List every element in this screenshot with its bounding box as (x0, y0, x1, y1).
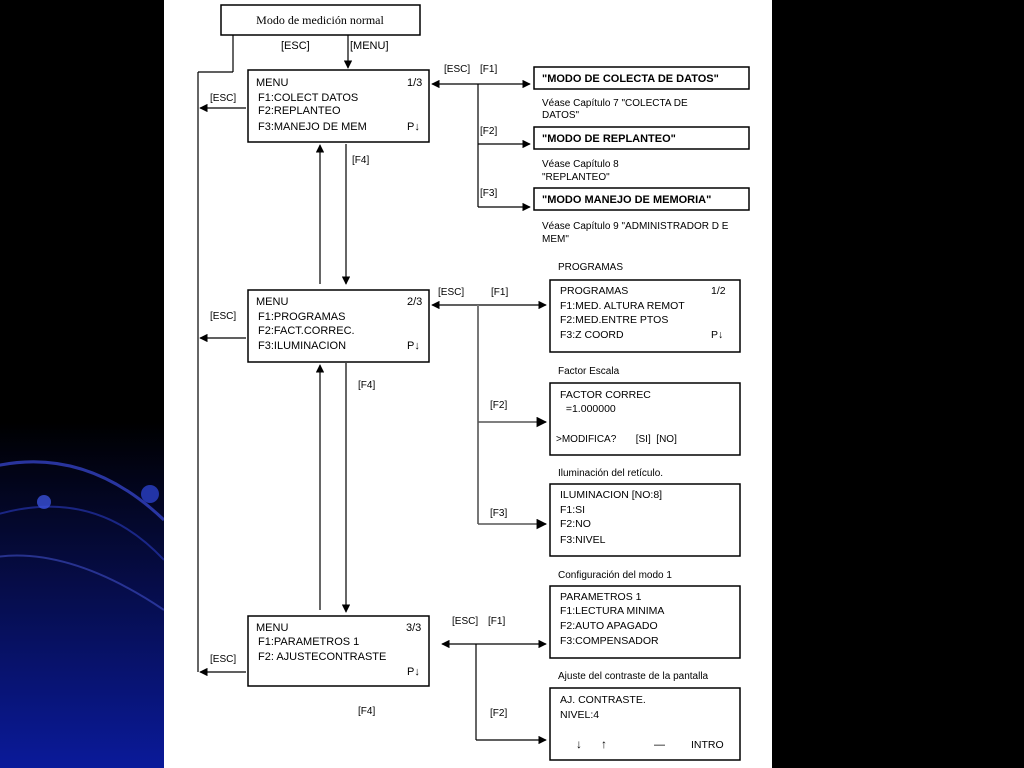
mode-stakeout-box: "MODO DE REPLANTEO" (533, 126, 750, 150)
ilum-line-3: F2:NO (560, 518, 591, 530)
contrast-line-2: NIVEL:4 (560, 709, 599, 721)
left-return-line (197, 35, 234, 672)
programas-screen: PROGRAMAS 1/2 F1:MED. ALTURA REMOT F2:ME… (549, 279, 741, 353)
mode-memory-note-1: Véase Capítulo 9 "ADMINISTRADOR D E (542, 221, 729, 232)
ilum-screen: ILUMINACION [NO:8] F1:SI F2:NO F3:NIVEL (549, 483, 741, 557)
menu-2-key-f3: [F3] (490, 508, 507, 519)
menu-3-key-f4: [F4] (358, 706, 375, 717)
contrast-line-1: AJ. CONTRASTE. (560, 694, 646, 706)
param-caption: Configuración del modo 1 (558, 570, 672, 581)
menu-3-key-f1: [F1] (488, 616, 505, 627)
swoosh-decoration (0, 460, 164, 611)
title-box: Modo de medición normal (220, 4, 421, 36)
programas-line-1: F1:MED. ALTURA REMOT (560, 300, 685, 312)
menu-2-key-esc: [ESC] (438, 287, 464, 298)
contrast-key-up: ↑ (601, 737, 607, 751)
mode-stakeout-label: "MODO DE REPLANTEO" (542, 133, 676, 145)
contrast-key-down: ↓ (576, 737, 582, 751)
menu-2-line-1: F1:PROGRAMAS (258, 311, 345, 323)
mode-memory-label: "MODO MANEJO DE MEMORIA" (542, 194, 711, 206)
mode-stakeout-note-1: Véase Capítulo 8 (542, 159, 619, 170)
top-esc-key: [ESC] (281, 40, 310, 52)
top-menu-key: [MENU] (350, 40, 389, 52)
menu-1-line-3: F3:MANEJO DE MEM (258, 121, 367, 133)
mode-collect-note-1: Véase Capítulo 7 "COLECTA DE (542, 98, 688, 109)
mode-collect-box: "MODO DE COLECTA DE DATOS" (533, 66, 750, 90)
menu-2-key-f2: [F2] (490, 400, 507, 411)
menu-2-page-down: P↓ (407, 340, 420, 352)
title-text: Modo de medición normal (256, 13, 384, 27)
param-line-2: F1:LECTURA MINIMA (560, 605, 664, 617)
menu-1-key-f2: [F2] (480, 126, 497, 137)
programas-page-down: P↓ (711, 329, 723, 341)
menu-1-header: MENU (256, 77, 288, 89)
factor-screen: FACTOR CORREC =1.000000 >MODIFICA? [SI] … (549, 382, 741, 456)
menu-1-key-f1: [F1] (480, 64, 497, 75)
menu-3-line-1: F1:PARAMETROS 1 (258, 636, 359, 648)
mode-collect-note-2: DATOS" (542, 110, 580, 121)
contrast-caption: Ajuste del contraste de la pantalla (558, 671, 709, 682)
param-line-4: F3:COMPENSADOR (560, 635, 659, 647)
menu-1-key-f3: [F3] (480, 188, 497, 199)
contrast-screen: AJ. CONTRASTE. NIVEL:4 ↓ ↑ — INTRO (549, 687, 741, 761)
menu-3-key-esc: [ESC] (452, 616, 478, 627)
programas-caption: PROGRAMAS (558, 262, 623, 273)
menu-1-key-f4: [F4] (352, 155, 369, 166)
menu-2-key-f1: [F1] (491, 287, 508, 298)
factor-line-2: =1.000000 (560, 403, 616, 415)
factor-line-1: FACTOR CORREC (560, 389, 651, 401)
menu-3-key-f2: [F2] (490, 708, 507, 719)
menu-3-line-2: F2: AJUSTECONTRASTE (258, 651, 386, 663)
programas-header: PROGRAMAS (560, 285, 628, 297)
mode-collect-label: "MODO DE COLECTA DE DATOS" (542, 73, 719, 85)
menu-3-screen: MENU 3/3 F1:PARAMETROS 1 F2: AJUSTECONTR… (247, 615, 430, 687)
menu-3-esc-label: [ESC] (210, 654, 236, 665)
menu-2-page: 2/3 (407, 296, 422, 308)
menu-3-page-down: P↓ (407, 666, 420, 678)
menu-1-screen: MENU 1/3 F1:COLECT DATOS F2:REPLANTEO F3… (247, 69, 430, 143)
mode-stakeout-note-2: "REPLANTEO" (542, 172, 610, 183)
menu-1-line-1: F1:COLECT DATOS (258, 92, 358, 104)
mode-memory-note-2: MEM" (542, 234, 569, 245)
programas-line-3: F3:Z COORD (560, 329, 624, 341)
menu-1-page: 1/3 (407, 77, 422, 89)
menu-2-screen: MENU 2/3 F1:PROGRAMAS F2:FACT.CORREC. F3… (247, 289, 430, 363)
contrast-key-dash: — (654, 739, 665, 751)
menu-1-key-esc: [ESC] (444, 64, 470, 75)
ilum-line-2: F1:SI (560, 504, 585, 516)
param-line-1: PARAMETROS 1 (560, 591, 642, 603)
param-line-3: F2:AUTO APAGADO (560, 620, 658, 632)
background-left-panel (0, 0, 164, 768)
mode-memory-box: "MODO MANEJO DE MEMORIA" (533, 187, 750, 211)
programas-line-2: F2:MED.ENTRE PTOS (560, 314, 668, 326)
menu-2-esc-label: [ESC] (210, 311, 236, 322)
ilum-caption: Iluminación del retículo. (558, 468, 663, 479)
factor-line-4: >MODIFICA? [SI] [NO] (556, 434, 677, 445)
menu-1-page-down: P↓ (407, 121, 420, 133)
menu-2-line-2: F2:FACT.CORREC. (258, 325, 355, 337)
factor-caption: Factor Escala (558, 366, 620, 377)
contrast-key-intro: INTRO (691, 739, 724, 751)
param-screen: PARAMETROS 1 F1:LECTURA MINIMA F2:AUTO A… (549, 585, 741, 659)
menu-3-header: MENU (256, 622, 288, 634)
menu-2-key-f4: [F4] (358, 380, 375, 391)
ilum-line-1: ILUMINACION [NO:8] (560, 489, 662, 501)
menu-1-esc-label: [ESC] (210, 93, 236, 104)
ilum-line-4: F3:NIVEL (560, 534, 606, 546)
background-right-panel (772, 0, 1024, 768)
menu-1-line-2: F2:REPLANTEO (258, 105, 341, 117)
menu-2-header: MENU (256, 296, 288, 308)
menu-3-page: 3/3 (406, 622, 421, 634)
programas-page: 1/2 (711, 285, 726, 297)
menu-2-line-3: F3:ILUMINACION (258, 340, 346, 352)
